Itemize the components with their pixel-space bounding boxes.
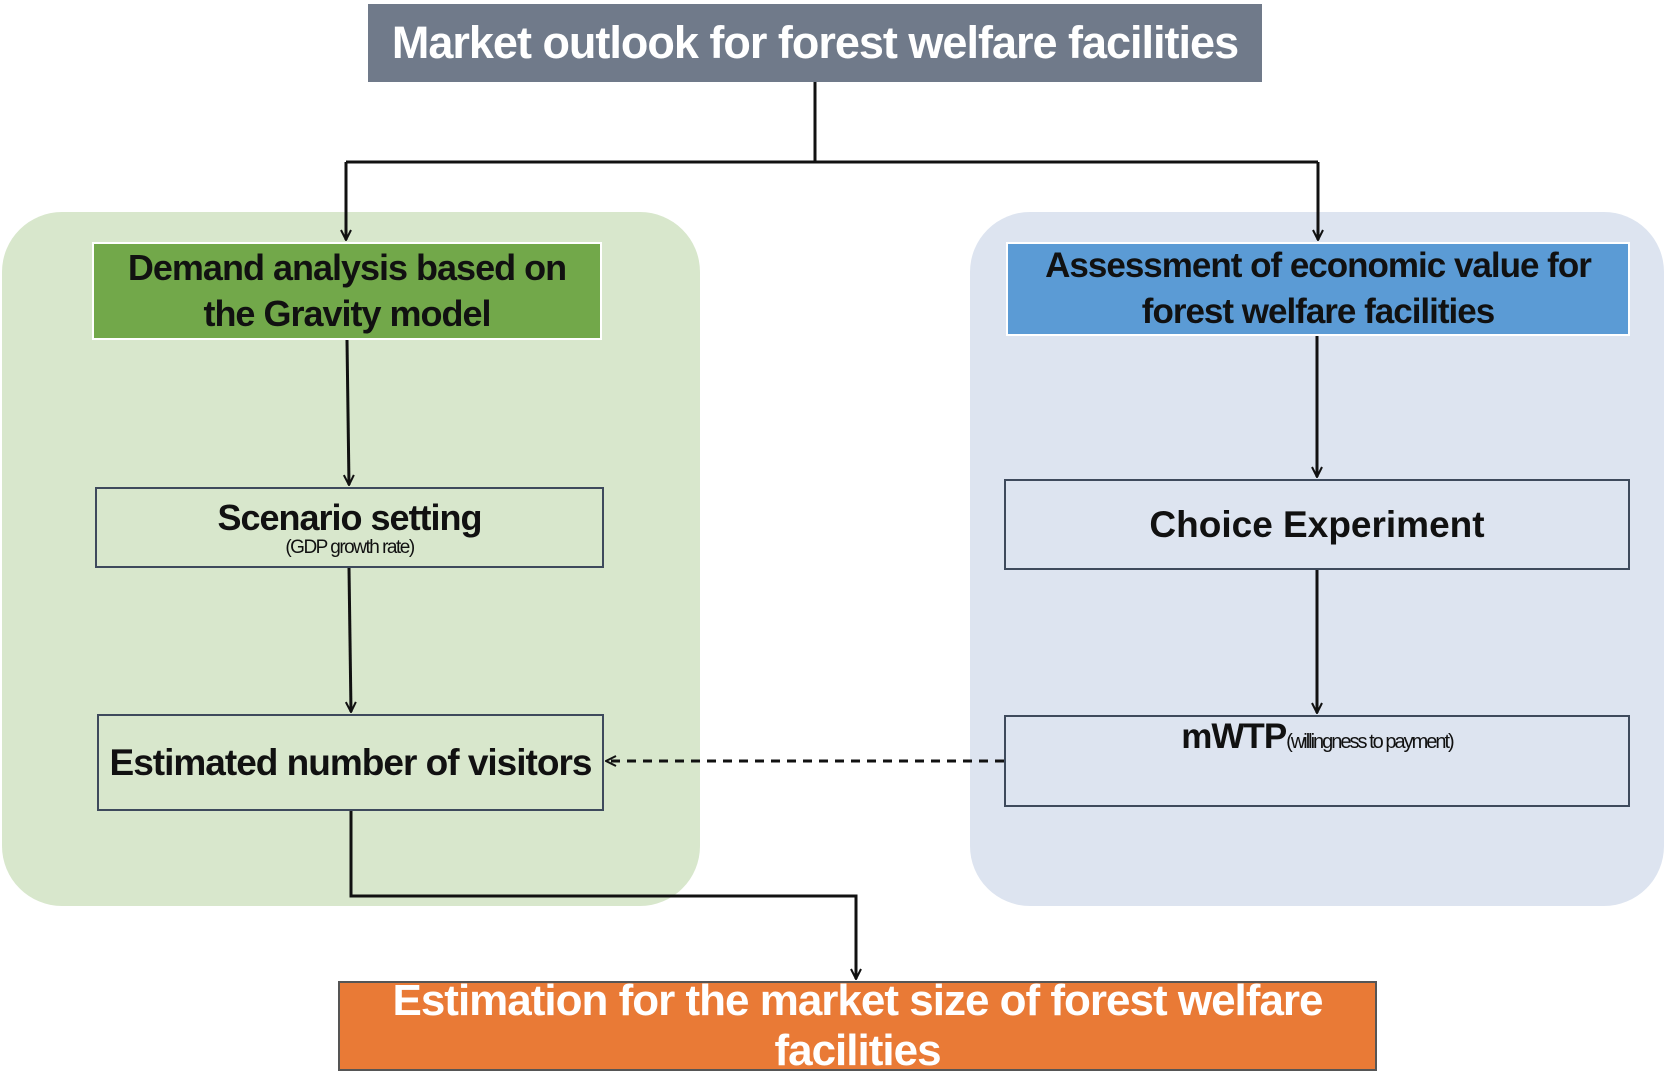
arrow-to-estimated-visitors bbox=[349, 567, 351, 712]
mwtp-sublabel: (willingness to payment) bbox=[1286, 731, 1455, 753]
scenario-setting-sublabel: (GDP growth rate) bbox=[285, 536, 415, 558]
demand-analysis-line1: Demand analysis based on bbox=[127, 247, 567, 288]
market-size-estimation-box: Estimation for the market size of forest… bbox=[338, 976, 1377, 1075]
market-size-estimation-label: Estimation for the market size of forest… bbox=[392, 976, 1323, 1075]
economic-value-box: Assessment of economic value for forest … bbox=[1006, 242, 1630, 336]
diagram-title-text: Market outlook for forest welfare facili… bbox=[391, 17, 1239, 68]
scenario-setting-box: Scenario setting (GDP growth rate) bbox=[95, 487, 604, 568]
mwtp-box: mWTP(willingness to payment) bbox=[1004, 715, 1630, 807]
choice-experiment-box: Choice Experiment bbox=[1004, 479, 1630, 570]
scenario-setting-label: Scenario setting bbox=[217, 496, 482, 538]
economic-value-line2: forest welfare facilities bbox=[1141, 292, 1495, 331]
arrow-to-scenario-setting bbox=[347, 339, 349, 485]
demand-analysis-line2: the Gravity model bbox=[203, 293, 491, 334]
economic-value-line1: Assessment of economic value for bbox=[1045, 246, 1592, 285]
diagram-title: Market outlook for forest welfare facili… bbox=[368, 4, 1262, 82]
estimated-visitors-box: Estimated number of visitors bbox=[97, 714, 604, 811]
arrow-to-market-size bbox=[349, 811, 856, 979]
demand-analysis-box: Demand analysis based on the Gravity mod… bbox=[92, 242, 602, 340]
mwtp-label: mWTP bbox=[1181, 717, 1287, 756]
estimated-visitors-label: Estimated number of visitors bbox=[109, 741, 593, 783]
choice-experiment-label: Choice Experiment bbox=[1149, 503, 1485, 545]
